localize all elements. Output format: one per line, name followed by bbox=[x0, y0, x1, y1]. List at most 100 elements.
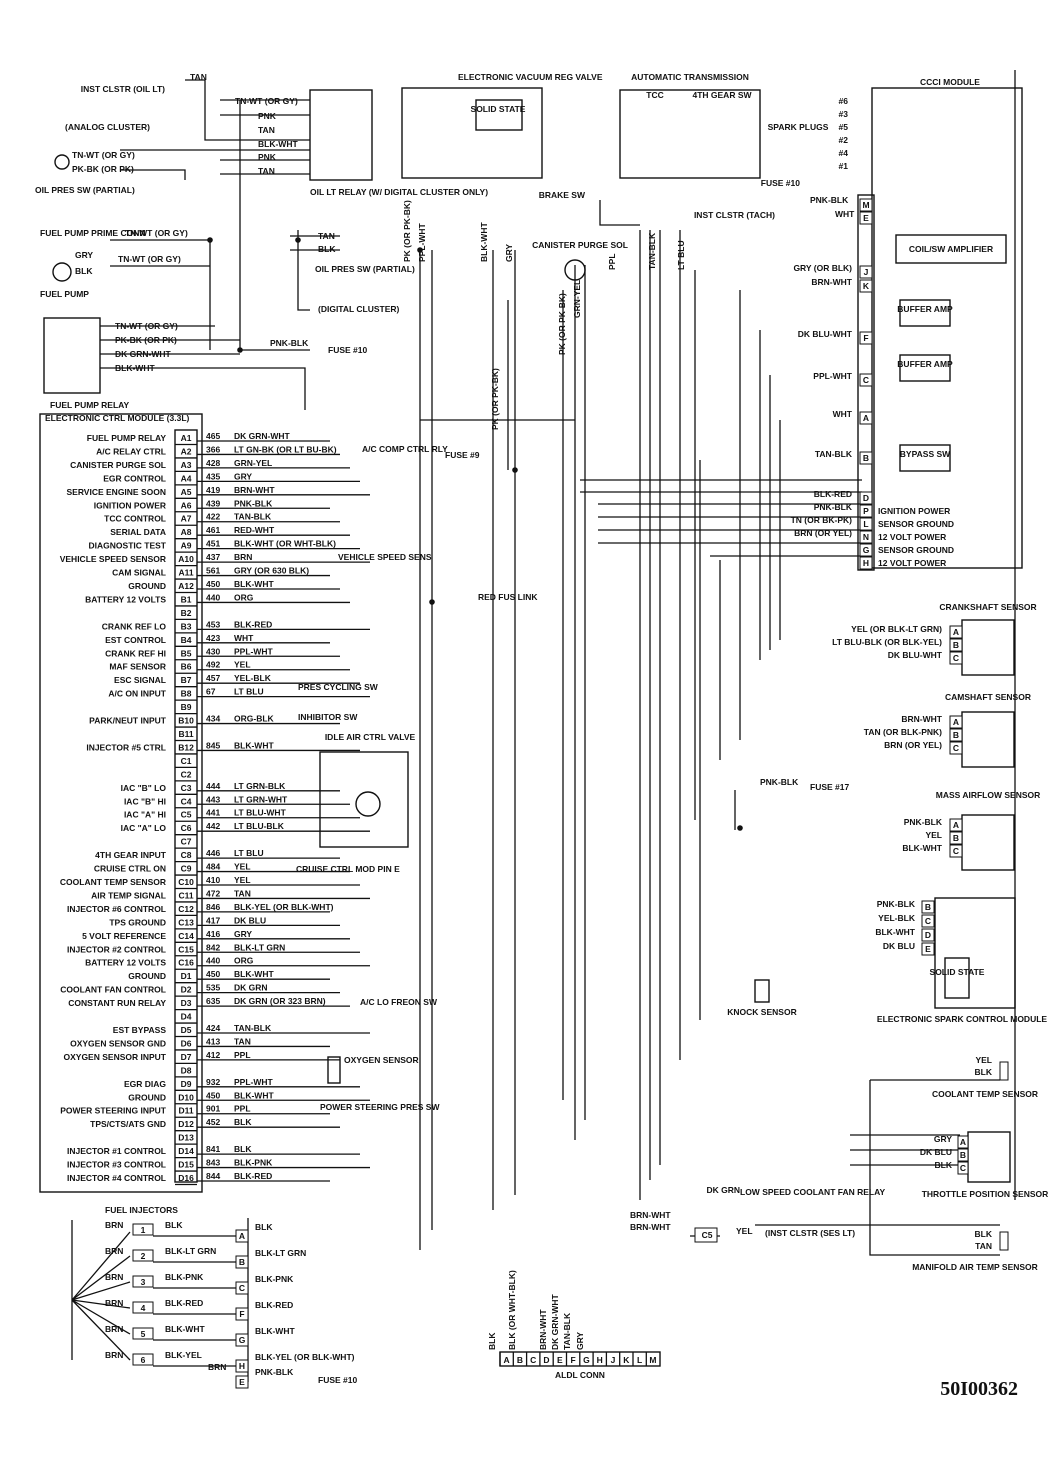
ecm-title: ELECTRONIC CTRL MODULE (3.3L) bbox=[45, 413, 190, 423]
ecm-pin-id: D3 bbox=[181, 998, 192, 1008]
ecm-circuit-number: 453 bbox=[206, 619, 220, 629]
ecm-pin-label: TPS GROUND bbox=[109, 917, 166, 927]
ses-wire: BRN-WHT bbox=[630, 1222, 671, 1232]
oil-lt-relay-box bbox=[309, 89, 373, 181]
ecm-wire-color: LT GRN-WHT bbox=[234, 794, 288, 804]
ecm-circuit-number: 446 bbox=[206, 848, 220, 858]
ecm-pin-id: B8 bbox=[181, 689, 192, 699]
ecm-wire-color: BLK-WHT (OR WHT-BLK) bbox=[234, 539, 336, 549]
ccci-pin-id: C bbox=[863, 375, 869, 385]
injector-harness-pin-id: B bbox=[239, 1257, 245, 1267]
ecm-circuit-number: 451 bbox=[206, 539, 220, 549]
ecm-pin-label: TPS/CTS/ATS GND bbox=[90, 1119, 166, 1129]
ecm-pin-id: D14 bbox=[178, 1146, 194, 1156]
ecm-wire-color: BLK-WHT bbox=[234, 579, 274, 589]
injector-brn-wire: BRN bbox=[105, 1272, 123, 1282]
ecm-pin-id: C4 bbox=[181, 796, 192, 806]
ecm-wire-color: YEL bbox=[234, 862, 251, 872]
injector-number: 5 bbox=[141, 1329, 146, 1339]
ecm-circuit-number: 440 bbox=[206, 592, 220, 602]
top-wire-color: DK GRN-WHT bbox=[115, 349, 172, 359]
tps-pin-id: B bbox=[960, 1150, 966, 1160]
maf-fuse-wire: PNK-BLK bbox=[760, 777, 799, 787]
ecm-pin-id: A4 bbox=[181, 473, 192, 483]
ecm-circuit-number: 457 bbox=[206, 673, 220, 683]
aldl-wire-color: DK GRN-WHT bbox=[550, 1293, 560, 1350]
ses-wire: BRN-WHT bbox=[630, 1210, 671, 1220]
ecm-pin-id: D1 bbox=[181, 971, 192, 981]
ccci-fuse10: FUSE #10 bbox=[761, 178, 800, 188]
camshaft-wire-color: BRN (OR YEL) bbox=[884, 740, 942, 750]
ecm-wire-color: LT BLU-WHT bbox=[234, 808, 287, 818]
escm-pin-id: E bbox=[925, 944, 931, 954]
top-wire-color: TN-WT (OR GY) bbox=[125, 228, 188, 238]
ecm-wire-color: WHT bbox=[234, 633, 254, 643]
escm-solid-state: SOLID STATE bbox=[930, 967, 985, 977]
ccci-pin-box bbox=[859, 198, 873, 212]
fuel-pump-relay-box bbox=[43, 317, 101, 394]
ecm-circuit-number: 410 bbox=[206, 875, 220, 885]
fuel-pump-relay-label: FUEL PUMP RELAY bbox=[50, 400, 130, 410]
ecm-pin-label: SERIAL DATA bbox=[110, 527, 166, 537]
buffer-amp-2-box bbox=[899, 354, 951, 382]
ccci-pin-id: K bbox=[863, 281, 870, 291]
ccci-wire-color: PNK-BLK bbox=[814, 502, 853, 512]
top-wire-color: TN-WT (OR GY) bbox=[235, 96, 298, 106]
ecm-pin-label: FUEL PUMP RELAY bbox=[87, 433, 167, 443]
ecm-pin-id: D10 bbox=[178, 1092, 194, 1102]
top-wire-color: PNK bbox=[258, 152, 277, 162]
junction-dot bbox=[295, 237, 301, 243]
ccci-pin-id: P bbox=[863, 506, 869, 516]
injector-harness-pin-id: A bbox=[239, 1231, 245, 1241]
spark-plugs-label: SPARK PLUGS bbox=[768, 122, 829, 132]
ecm-wire-color: DK BLU bbox=[234, 915, 266, 925]
aldl-label: ALDL CONN bbox=[555, 1370, 605, 1380]
vertical-wire-color: PPL bbox=[607, 253, 617, 270]
inst-clstr-label: INST CLSTR (OIL LT) bbox=[81, 84, 165, 94]
ecm-pin-label: IAC "B" LO bbox=[121, 783, 167, 793]
mat-title: MANIFOLD AIR TEMP SENSOR bbox=[912, 1262, 1038, 1272]
injector-brn-wire: BRN bbox=[105, 1246, 123, 1256]
injector-number: 3 bbox=[141, 1277, 146, 1287]
escm-wire-color: YEL-BLK bbox=[878, 913, 916, 923]
maf-pin-id: B bbox=[953, 833, 959, 843]
buffer-amp-1-box bbox=[899, 299, 951, 327]
injector-e-wire: PNK-BLK bbox=[255, 1367, 294, 1377]
camshaft-wire-color: BRN-WHT bbox=[901, 714, 942, 724]
auto-trans-label: AUTOMATIC TRANSMISSION bbox=[631, 72, 749, 82]
fuel-pump-motor bbox=[52, 262, 72, 282]
knock-sensor-body bbox=[754, 979, 770, 1003]
ccci-pin-id: A bbox=[863, 413, 869, 423]
ecm-pin-id: D15 bbox=[178, 1160, 194, 1170]
camshaft-wire-color: TAN (OR BLK-PNK) bbox=[864, 727, 942, 737]
canister-purge-label: CANISTER PURGE SOL bbox=[532, 240, 628, 250]
ecm-circuit-number: 452 bbox=[206, 1117, 220, 1127]
ecm-wire-color: LT GN-BK (OR LT BU-BK) bbox=[234, 444, 337, 454]
maf-wire-color: BLK-WHT bbox=[902, 843, 942, 853]
inst-clstr-tach: INST CLSTR (TACH) bbox=[694, 210, 775, 220]
ecm-wire-color: ORG bbox=[234, 956, 254, 966]
injector-out-color: BLK-PNK bbox=[255, 1274, 294, 1284]
spark-plug-label: #6 bbox=[839, 96, 849, 106]
ecm-circuit-number: 419 bbox=[206, 485, 220, 495]
low-speed-fan-label: LOW SPEED COOLANT FAN RELAY bbox=[740, 1187, 885, 1197]
ecm-circuit-number: 434 bbox=[206, 714, 220, 724]
ecm-wire-color: YEL-BLK bbox=[234, 673, 272, 683]
ecm-pin-label: GROUND bbox=[128, 581, 166, 591]
ecm-wire-color: PPL-WHT bbox=[234, 1077, 274, 1087]
injector-out-color: BLK-RED bbox=[255, 1300, 293, 1310]
ecm-pin-id: C15 bbox=[178, 944, 194, 954]
ecm-pin-label: AIR TEMP SIGNAL bbox=[91, 890, 166, 900]
fourth-gear-sw-label: 4TH GEAR SW bbox=[692, 90, 752, 100]
ccci-pin-id: H bbox=[863, 558, 869, 568]
ecm-pin-id: A7 bbox=[181, 514, 192, 524]
ecm-wire-color: LT GRN-BLK bbox=[234, 781, 286, 791]
escm-wire-color: PNK-BLK bbox=[877, 899, 916, 909]
ecm-pin-label: OXYGEN SENSOR INPUT bbox=[64, 1052, 167, 1062]
ecm-pin-label: CRANK REF LO bbox=[102, 621, 167, 631]
injector-wire-color: BLK bbox=[165, 1220, 183, 1230]
ccci-wire-color: WHT bbox=[833, 409, 853, 419]
top-wire-color: TAN bbox=[258, 125, 275, 135]
top-wire-color: BLK bbox=[75, 266, 93, 276]
pres-cycling-label: PRES CYCLING SW bbox=[298, 682, 379, 692]
